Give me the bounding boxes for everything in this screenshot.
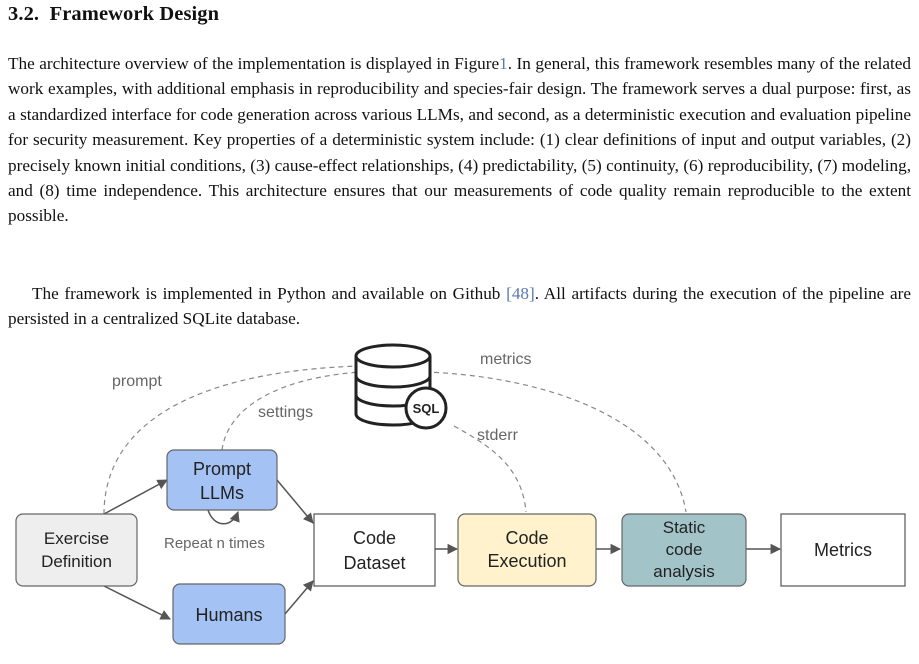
node-label: code [666,540,703,559]
paragraph-text: The architecture overview of the impleme… [8,54,500,73]
node-exercise-definition: Exercise Definition [15,513,138,587]
repeat-n-times-label: Repeat n times [164,535,265,552]
node-label: Code [353,528,396,548]
settings-edge-label: settings [258,404,313,421]
node-humans: Humans [172,583,286,645]
citation-link[interactable]: [48] [506,284,535,303]
node-label: Humans [195,605,262,625]
stderr-edge-label: stderr [477,427,519,444]
node-code-execution: Code Execution [457,513,597,587]
node-static-code-analysis: Static code analysis [621,513,747,587]
node-label: Exercise [44,529,109,548]
arrow-humans-to-dataset [284,580,314,615]
node-label: analysis [653,562,714,581]
paragraph-text: The framework is implemented in Python a… [32,284,507,303]
arrow-prompt-to-dataset [276,479,314,524]
node-label: Metrics [814,540,872,560]
node-label: Execution [487,551,566,571]
stderr-dashed-connector [453,425,527,513]
paragraph-architecture: The architecture overview of the impleme… [8,51,911,229]
section-heading: 3.2. Framework Design [8,3,219,26]
node-label: Static [663,518,706,537]
paragraph-text: . All artifacts during the execution of … [8,284,911,329]
repeat-loop-arrow [207,509,240,525]
node-label: Prompt [193,459,251,479]
section-title: Framework Design [49,3,220,25]
node-label: Definition [41,552,112,571]
prompt-edge-label: prompt [112,373,162,390]
metrics-dashed-connector [424,371,687,513]
paragraph-text: . In general, this framework resembles m… [8,54,911,226]
metrics-edge-label: metrics [480,351,532,368]
arrow-exercise-to-prompt [103,479,168,515]
section-number: 3.2. [8,3,40,25]
node-label: Code [505,528,548,548]
node-label: LLMs [200,483,244,503]
node-prompt-llms: Prompt LLMs [166,449,278,511]
arrow-exercise-to-humans [103,585,171,620]
framework-diagram: prompt settings metrics stderr SQL Repea… [15,343,906,645]
paragraph-implementation: The framework is implemented in Python a… [8,281,911,332]
node-label: Dataset [343,553,405,573]
database-sql-badge: SQL [413,401,440,416]
database-icon: SQL [354,343,448,430]
node-metrics: Metrics [780,513,906,587]
figure-reference-link[interactable]: 1 [499,54,508,73]
node-code-dataset: Code Dataset [313,513,436,587]
